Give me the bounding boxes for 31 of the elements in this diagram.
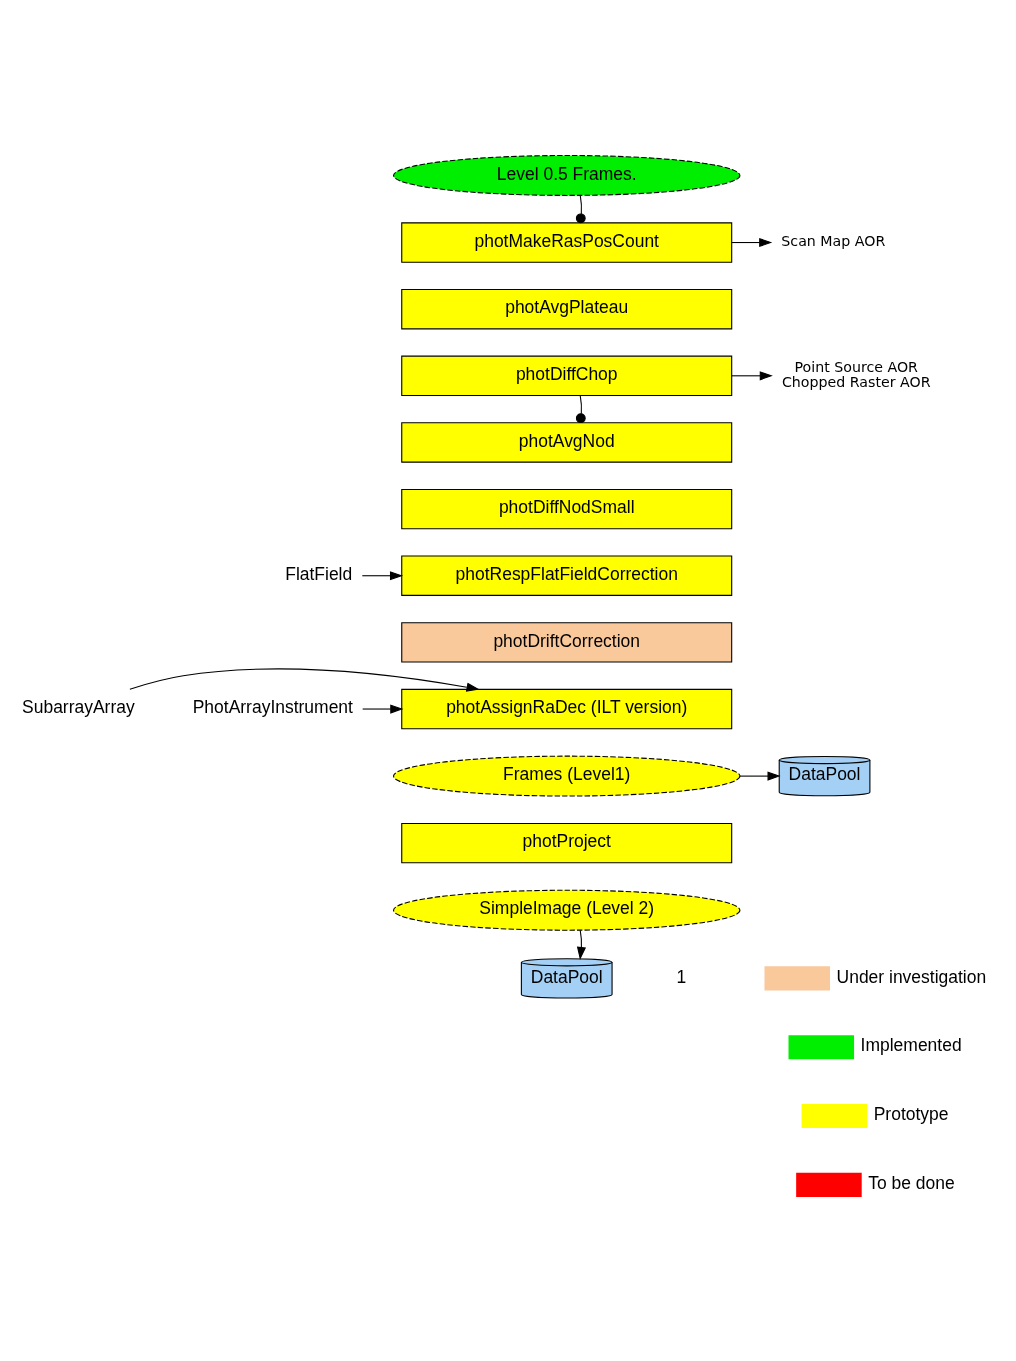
node-text: PhotArrayInstrument — [192, 697, 353, 718]
node-text: Point Source AOR Chopped Raster AOR — [781, 358, 931, 391]
node-box: photAvgPlateau — [401, 288, 733, 330]
node-text: FlatField — [285, 563, 353, 584]
node-ellipse: SimpleImage (Level 2) — [393, 889, 741, 931]
node-ellipse: Frames (Level1) — [393, 755, 741, 797]
node-box: photDiffChop — [401, 355, 733, 397]
legend-label: Implemented — [860, 1035, 962, 1056]
arrow — [731, 371, 773, 381]
arrow — [731, 237, 773, 248]
arrow — [576, 929, 587, 961]
node-ellipse: Level 0.5 Frames. — [393, 154, 741, 196]
node-box: photMakeRasPosCount — [401, 222, 733, 263]
node-box: photProject — [401, 822, 733, 864]
arrow — [739, 771, 781, 781]
label: 1 — [676, 966, 687, 987]
node-box: photRespFlatFieldCorrection — [401, 555, 733, 596]
legend-label: Prototype — [873, 1104, 949, 1125]
legend-label: To be done — [868, 1173, 955, 1194]
node-text: Scan Map AOR — [781, 233, 886, 250]
node-box: photAssignRaDec (ILT version) — [401, 688, 733, 730]
node-box: photDriftCorrection — [401, 622, 733, 663]
arrow — [362, 704, 404, 714]
arrow — [361, 571, 404, 581]
arrow — [129, 668, 480, 692]
node-box: photAvgNod — [401, 422, 733, 463]
legend-label: Under investigation — [836, 966, 987, 987]
connector — [575, 395, 586, 424]
node-text: SubarrayArray — [22, 697, 135, 718]
node-box: photDiffNodSmall — [401, 488, 733, 530]
connector — [575, 195, 586, 224]
